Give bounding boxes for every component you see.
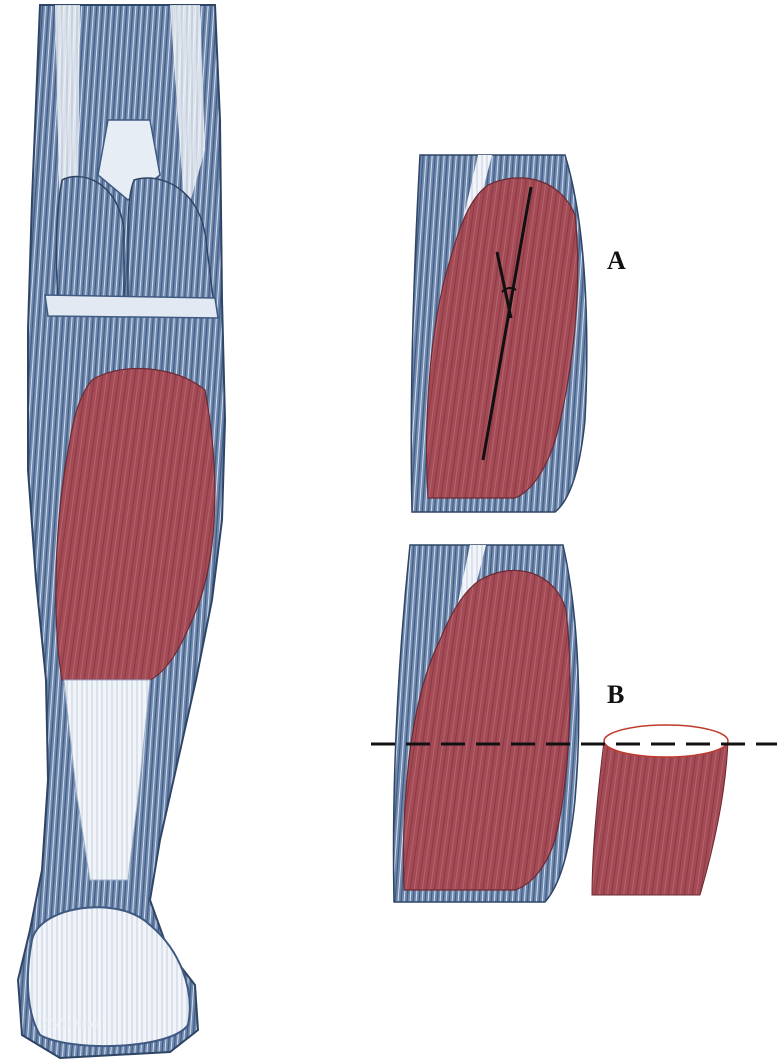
panel-a-label: A bbox=[607, 246, 626, 276]
gastrocnemius-cut-edge bbox=[45, 295, 218, 318]
posterior-leg-illustration: Calcaneus bbox=[18, 5, 225, 1058]
cross-section-block bbox=[592, 741, 728, 895]
panel-a-illustration bbox=[411, 155, 587, 512]
panel-b-label: B bbox=[607, 680, 624, 710]
cross-section-face bbox=[604, 725, 728, 757]
panel-b-illustration bbox=[371, 545, 777, 902]
calcaneus-label: Calcaneus bbox=[44, 1015, 99, 1030]
